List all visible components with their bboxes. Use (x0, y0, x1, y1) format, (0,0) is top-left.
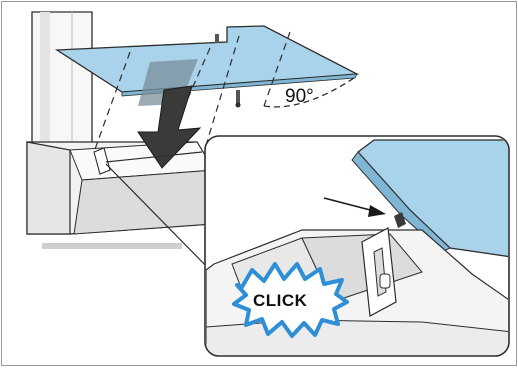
bracket-small (93, 147, 111, 175)
chimney-column (31, 11, 93, 148)
pointer-arrow-icon (323, 197, 386, 217)
callout-lines (105, 151, 215, 275)
click-label: CLICK (253, 291, 308, 310)
diagram-canvas: 90° (26, 11, 510, 357)
down-arrow-icon (137, 85, 202, 169)
angle-indicator: 90° (263, 77, 355, 108)
angle-label: 90° (285, 86, 314, 107)
hood-body (26, 141, 215, 249)
click-burst-icon: CLICK (232, 262, 349, 338)
detail-inset (204, 135, 510, 357)
